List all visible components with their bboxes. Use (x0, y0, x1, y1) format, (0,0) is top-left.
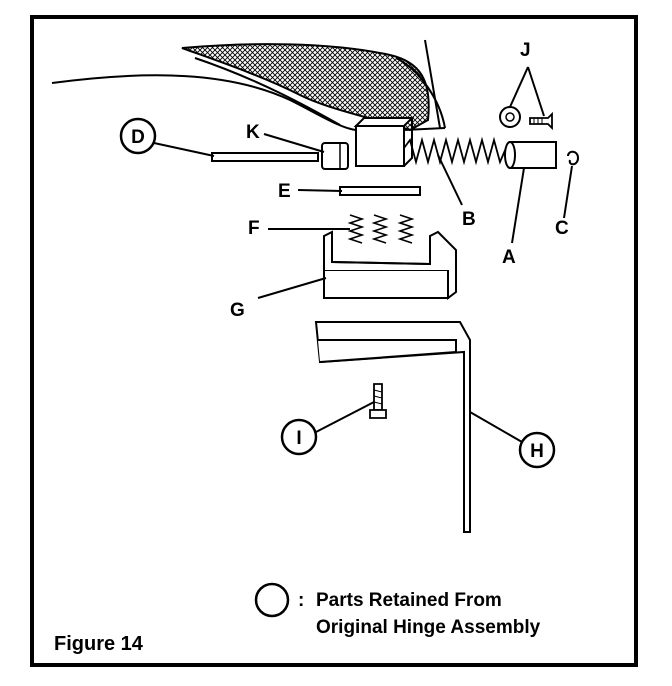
legend-line-1: Parts Retained From (316, 590, 502, 611)
label-c: C (555, 218, 569, 239)
label-g: G (230, 300, 245, 321)
svg-text:H: H (530, 441, 544, 462)
leader-lines (153, 66, 573, 443)
part-k-collar (321, 142, 349, 170)
part-f-springs (347, 214, 415, 244)
part-c-clip (567, 150, 580, 166)
legend-circle-symbol (254, 582, 290, 618)
part-a-sleeve (504, 141, 557, 169)
seat-body (51, 39, 446, 167)
part-g-bracket (323, 230, 457, 300)
label-e: E (278, 181, 291, 202)
label-i: I (280, 418, 318, 456)
part-d-pin (211, 152, 319, 162)
part-j-screw (529, 111, 553, 131)
label-j: J (520, 40, 531, 61)
legend-line-2: Original Hinge Assembly (316, 617, 541, 638)
part-h-bracket (314, 321, 471, 533)
label-f: F (248, 218, 260, 239)
part-j-washer (499, 106, 521, 128)
label-d: D (119, 117, 157, 155)
label-b: B (462, 209, 476, 230)
label-k: K (246, 122, 260, 143)
svg-text:D: D (131, 127, 145, 148)
label-a: A (502, 247, 516, 268)
part-e-pin (339, 186, 421, 196)
svg-text:I: I (296, 428, 301, 449)
part-b-spring (403, 136, 507, 166)
part-i-screw (369, 383, 387, 419)
figure-caption: Figure 14 (54, 633, 144, 655)
label-h: H (518, 431, 556, 469)
legend-colon: : (298, 590, 304, 611)
legend: : Parts Retained From Original Hinge Ass… (254, 582, 541, 638)
figure-frame (30, 15, 638, 667)
